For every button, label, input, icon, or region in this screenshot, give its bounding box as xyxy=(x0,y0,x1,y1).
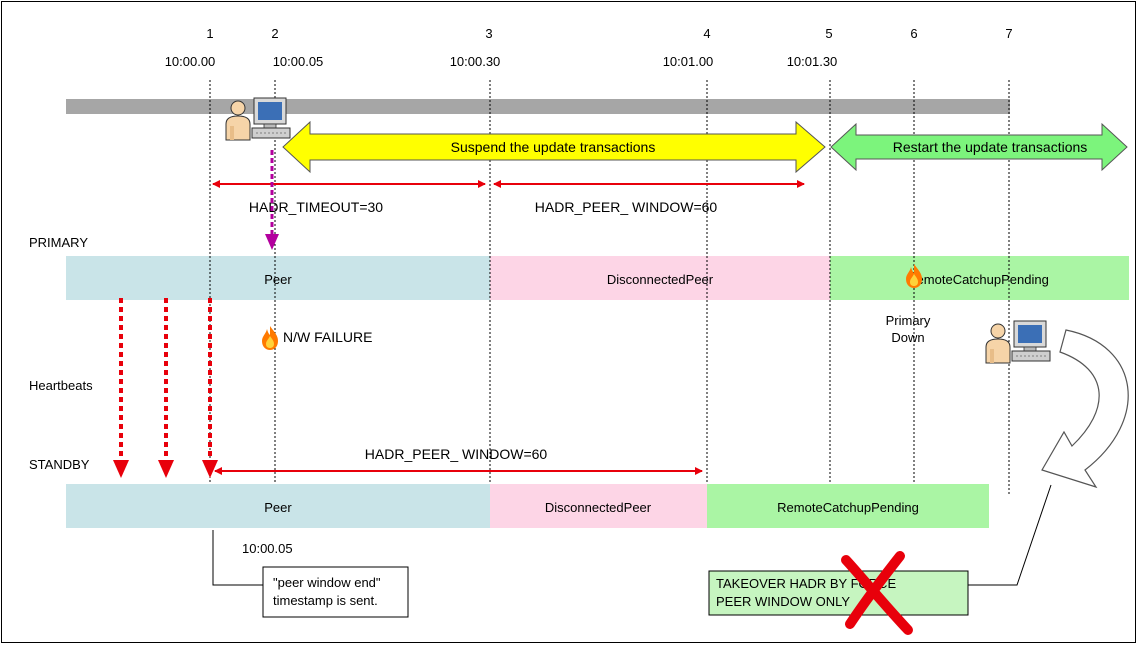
red-x-icon xyxy=(841,551,913,635)
standby-state-peer-label: Peer xyxy=(264,500,292,515)
primary-state-peer-label: Peer xyxy=(264,272,292,287)
primary-user-computer-icon xyxy=(225,97,291,141)
suspend-arrow xyxy=(282,120,826,174)
takeover-callout-connector xyxy=(968,484,1052,586)
timeline-time-5: 10:01.30 xyxy=(787,54,838,69)
takeover-callout-box xyxy=(708,570,969,616)
primary-state-catchup xyxy=(830,256,1129,300)
timeline-number-5: 5 xyxy=(825,26,832,41)
standby-state-bars: Peer DisconnectedPeer RemoteCatchupPendi… xyxy=(66,484,989,528)
standby-peer-window-label: HADR_PEER_ WINDOW=60 xyxy=(365,446,548,462)
timeline-number-4: 4 xyxy=(703,26,710,41)
timeline-time-3: 10:00.30 xyxy=(450,54,501,69)
timeline-labels: 1 2 3 4 5 6 7 10:00.00 10:00.05 10:00.30… xyxy=(165,26,1013,69)
update-request-arrowhead xyxy=(265,234,279,250)
primary-down-label-line1: Primary xyxy=(886,313,931,328)
standby-label: STANDBY xyxy=(29,457,90,472)
standby-state-catchup xyxy=(707,484,989,528)
timeline-number-3: 3 xyxy=(485,26,492,41)
standby-timestamp-label: 10:00.05 xyxy=(242,541,293,556)
timeline-time-1: 10:00.00 xyxy=(165,54,216,69)
peer-window-callout-line1: "peer window end" xyxy=(273,575,381,590)
takeover-callout-line2: PEER WINDOW ONLY xyxy=(716,594,850,609)
restart-arrow xyxy=(830,122,1128,172)
network-failure-fire-icon xyxy=(262,326,278,350)
restart-arrow-label: Restart the update transactions xyxy=(893,139,1088,155)
hadr-timeout-label: HADR_TIMEOUT=30 xyxy=(249,199,383,215)
standby-state-peer xyxy=(66,484,490,528)
takeover-callout-line1: TAKEOVER HADR BY FORCE xyxy=(716,576,896,591)
primary-state-disconnected xyxy=(490,256,830,300)
primary-label: PRIMARY xyxy=(29,235,88,250)
primary-down-label-line2: Down xyxy=(891,330,924,345)
peer-window-callout-box xyxy=(262,566,409,618)
primary-state-peer xyxy=(66,256,490,300)
suspend-arrow-label: Suspend the update transactions xyxy=(451,139,656,155)
timeline-time-4: 10:01.00 xyxy=(663,54,714,69)
peer-window-callout-connector xyxy=(212,530,263,586)
primary-state-bars: Peer DisconnectedPeer RemoteCatchupPendi… xyxy=(66,256,1129,300)
standby-user-computer-icon xyxy=(985,320,1051,364)
heartbeat-arrows xyxy=(119,298,212,462)
heartbeats-label: Heartbeats xyxy=(29,378,93,393)
primary-peer-window-label: HADR_PEER_ WINDOW=60 xyxy=(535,199,718,215)
timeline-number-1: 1 xyxy=(206,26,213,41)
standby-state-disconnected-label: DisconnectedPeer xyxy=(545,500,652,515)
timeline-number-6: 6 xyxy=(910,26,917,41)
primary-state-catchup-label: RemoteCatchupPending xyxy=(907,272,1049,287)
timeline-number-2: 2 xyxy=(271,26,278,41)
peer-window-callout-line2: timestamp is sent. xyxy=(273,593,378,608)
heartbeat-arrowheads xyxy=(113,460,218,478)
standby-state-catchup-label: RemoteCatchupPending xyxy=(777,500,919,515)
timeline-bar xyxy=(66,99,1010,114)
network-failure-label: N/W FAILURE xyxy=(283,329,372,345)
timeline-time-2: 10:00.05 xyxy=(273,54,324,69)
standby-state-disconnected xyxy=(490,484,707,528)
takeover-curved-arrow xyxy=(1041,329,1129,489)
primary-state-disconnected-label: DisconnectedPeer xyxy=(607,272,714,287)
timeline-number-7: 7 xyxy=(1005,26,1012,41)
